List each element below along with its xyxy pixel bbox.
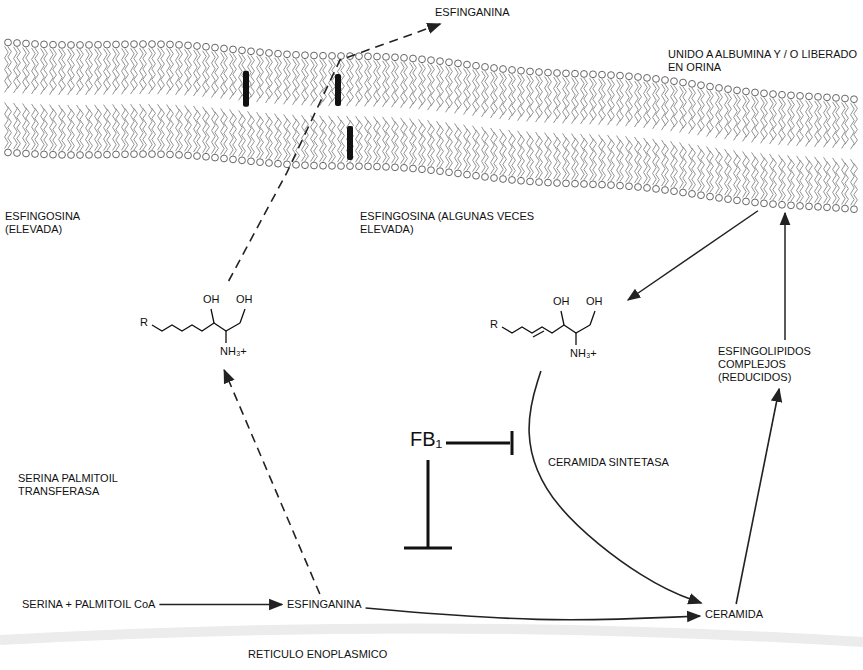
compound-label: ESFINGANINA — [287, 598, 362, 611]
chem-atom-label: OH — [553, 295, 570, 308]
molecule-structure: R OH OH NH₃+ — [490, 287, 620, 367]
reaction-arrow — [529, 371, 701, 603]
annotation: SERINA PALMITOIL TRANSFERASA — [18, 472, 168, 498]
annotation: ESFINGOSINA (ALGUNAS VECES ELEVADA) — [360, 210, 535, 236]
reticulum-membrane — [0, 628, 863, 642]
chem-atom-label: R — [490, 318, 498, 331]
annotation: FB₁ — [410, 427, 442, 451]
reaction-arrow — [229, 24, 441, 281]
compound-label: SERINA + PALMITOIL CoA — [22, 598, 155, 611]
lipid-bilayer — [5, 39, 858, 213]
chem-atom-label: NH₃+ — [570, 347, 597, 360]
sphingoid-molecule — [243, 71, 249, 107]
chem-atom-label: OH — [586, 295, 603, 308]
reaction-arrow — [224, 370, 320, 594]
annotation: UNIDO A ALBUMINA Y / O LIBERADO EN ORINA — [668, 48, 858, 74]
compound-label: ESFINGOLIPIDOS COMPLEJOS (REDUCIDOS) — [718, 345, 850, 384]
chem-atom-label: OH — [236, 293, 253, 306]
compound-name: ESFINGANINA — [287, 598, 362, 611]
reaction-arrow — [366, 608, 700, 620]
chem-atom-label: OH — [203, 293, 220, 306]
flow-arrow — [784, 213, 786, 340]
compound-name: ESFINGOLIPIDOS COMPLEJOS (REDUCIDOS) — [718, 345, 850, 384]
compound-name: ESFINGANINA — [435, 6, 510, 19]
flow-arrow — [628, 211, 758, 300]
molecule-structure: R OH OH NH₃+ — [140, 285, 270, 365]
sphingoid-molecule — [335, 74, 341, 106]
compound-label: ESFINGANINA — [435, 6, 510, 19]
annotation: CERAMIDA SINTETASA — [548, 456, 669, 469]
reaction-arrow — [736, 389, 779, 604]
chem-atom-label: NH₃+ — [220, 345, 247, 358]
chem-atom-label: R — [140, 316, 148, 329]
compound-name: SERINA + PALMITOIL CoA — [22, 598, 155, 611]
sphingoid-molecule — [347, 126, 353, 160]
reaction-arrow — [159, 604, 282, 606]
compound-label: CERAMIDA — [705, 608, 763, 621]
compound-name: CERAMIDA — [705, 608, 763, 621]
annotation: RETICULO ENOPLASMICO — [248, 648, 387, 661]
annotation: ESFINGOSINA (ELEVADA) — [5, 210, 115, 236]
